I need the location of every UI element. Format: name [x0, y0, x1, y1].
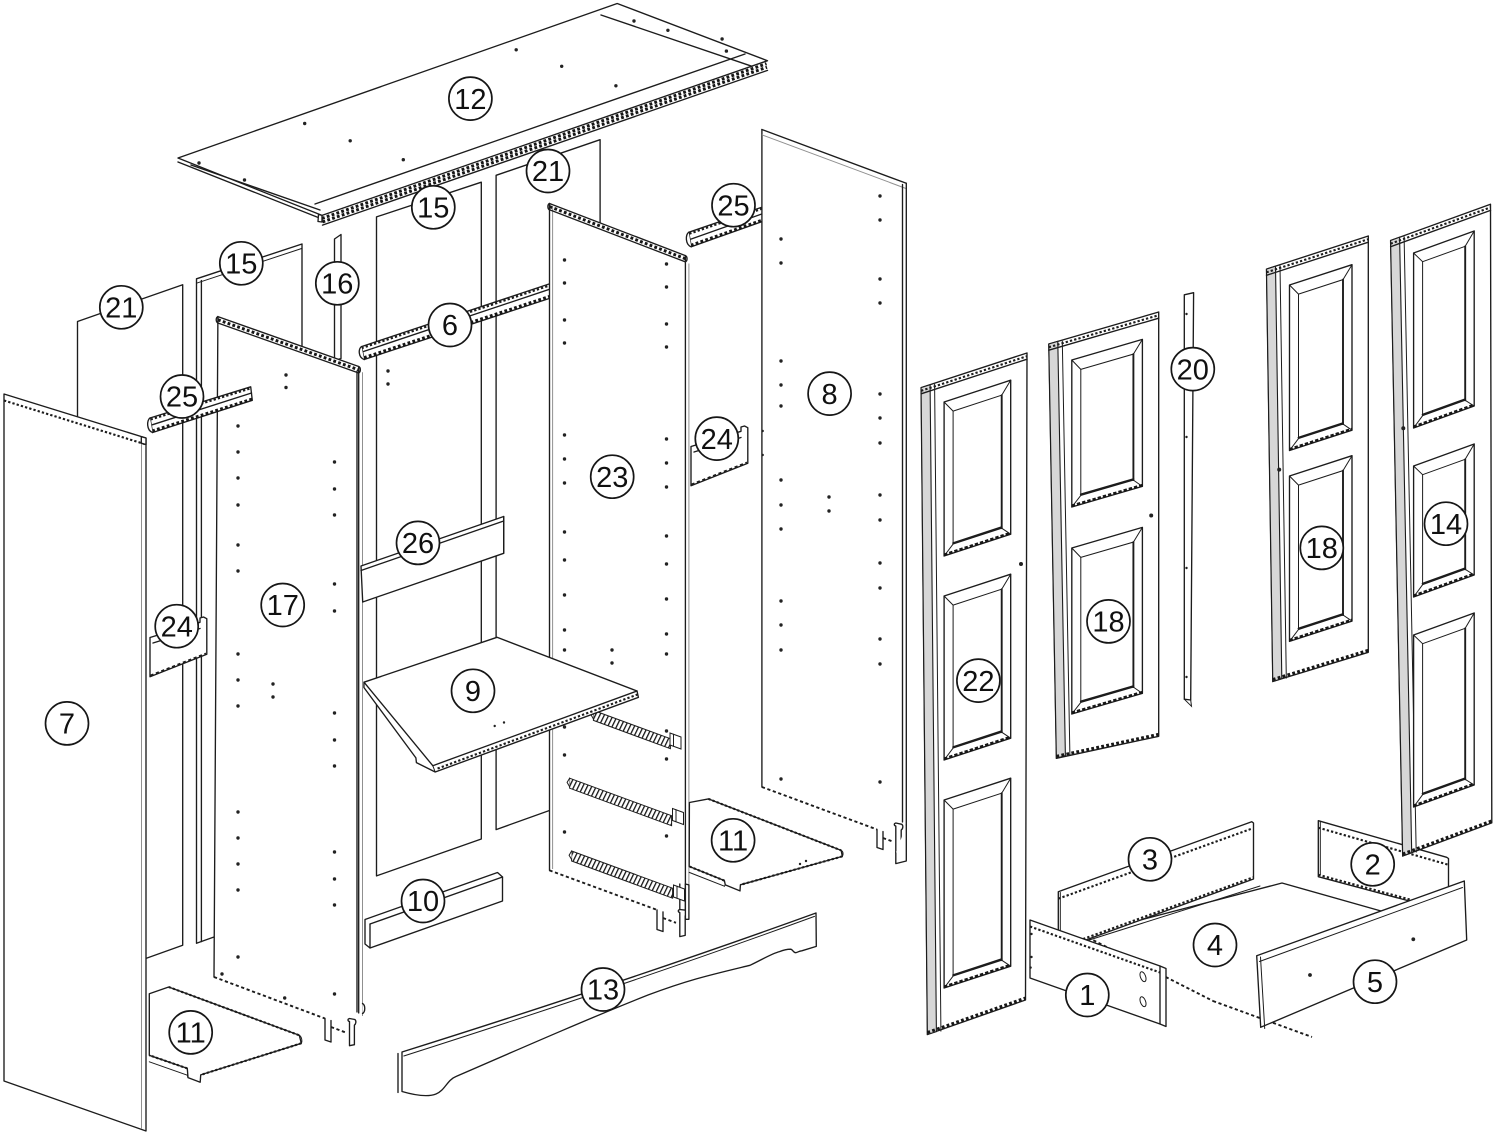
- svg-text:20: 20: [1177, 354, 1209, 386]
- svg-text:11: 11: [718, 826, 748, 858]
- svg-text:21: 21: [532, 156, 564, 188]
- svg-text:22: 22: [962, 666, 994, 698]
- svg-text:15: 15: [225, 249, 257, 281]
- svg-text:26: 26: [402, 528, 434, 560]
- svg-text:15: 15: [417, 193, 449, 225]
- svg-text:2: 2: [1365, 850, 1381, 882]
- svg-text:25: 25: [166, 382, 198, 414]
- svg-text:16: 16: [321, 269, 353, 301]
- svg-text:24: 24: [161, 611, 193, 643]
- svg-text:1: 1: [1079, 980, 1095, 1012]
- svg-text:17: 17: [267, 590, 299, 622]
- svg-text:21: 21: [105, 293, 137, 325]
- svg-text:24: 24: [701, 424, 733, 456]
- svg-text:4: 4: [1207, 930, 1223, 962]
- svg-text:5: 5: [1367, 967, 1383, 999]
- svg-text:18: 18: [1306, 533, 1338, 565]
- svg-text:12: 12: [454, 84, 486, 116]
- svg-text:14: 14: [1430, 509, 1462, 541]
- svg-text:6: 6: [442, 310, 458, 342]
- svg-text:23: 23: [596, 462, 628, 494]
- svg-text:11: 11: [176, 1018, 206, 1050]
- svg-text:18: 18: [1092, 607, 1124, 639]
- svg-text:13: 13: [587, 975, 619, 1007]
- svg-text:3: 3: [1142, 845, 1158, 877]
- svg-text:9: 9: [465, 676, 481, 708]
- svg-text:7: 7: [59, 709, 75, 741]
- svg-text:10: 10: [407, 886, 439, 918]
- svg-text:8: 8: [822, 379, 838, 411]
- svg-text:25: 25: [717, 190, 749, 222]
